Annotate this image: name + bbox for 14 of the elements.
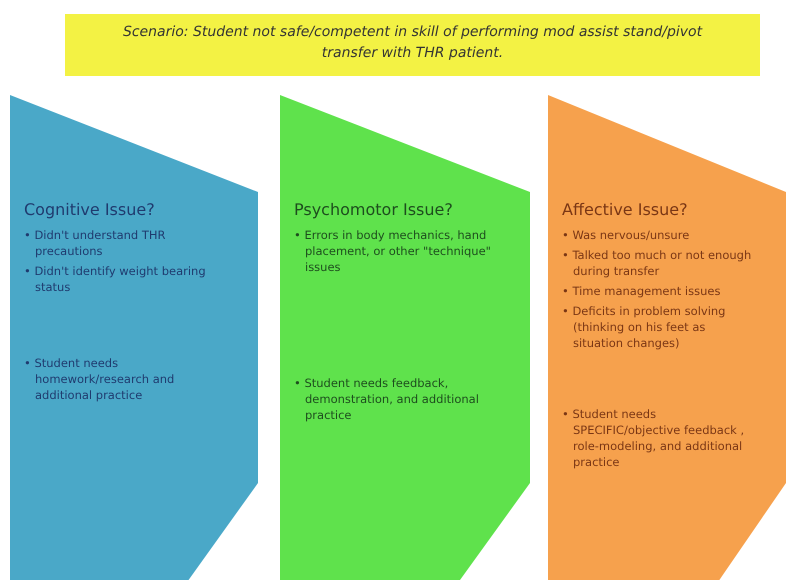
panel-heading: Cognitive Issue? (24, 200, 156, 219)
panel-heading: Psychomotor Issue? (294, 200, 454, 219)
bullet-text: • Time management issues (562, 283, 722, 299)
bullet-text: • Student needs SPECIFIC/objective feedback , role-modeling, and additional practice (562, 406, 746, 470)
bullet-text: • Errors in body mechanics, hand placement, or other "technique" issues (294, 227, 492, 275)
bullet-text: • Student needs homework/research and additional practice (24, 355, 176, 403)
bullet-text: • Student needs feedback, demonstration, and additional practice (294, 375, 480, 423)
bullet-text: • Was nervous/unsure (562, 227, 690, 243)
bullet-text: • Deficits in problem solving (thinking on his feet as situation changes) (562, 303, 726, 351)
panel-heading: Affective Issue? (562, 200, 689, 219)
scenario-banner: Scenario: Student not safe/competent in skill of performing mod assist stand/pivot transfer with THR patient. (65, 14, 760, 76)
bullet-text: • Didn't understand THR precautions (24, 227, 167, 259)
bullet-text: • Talked too much or not enough during transfer (562, 247, 752, 279)
bullet-text: • Didn't identify weight bearing status (24, 263, 207, 295)
